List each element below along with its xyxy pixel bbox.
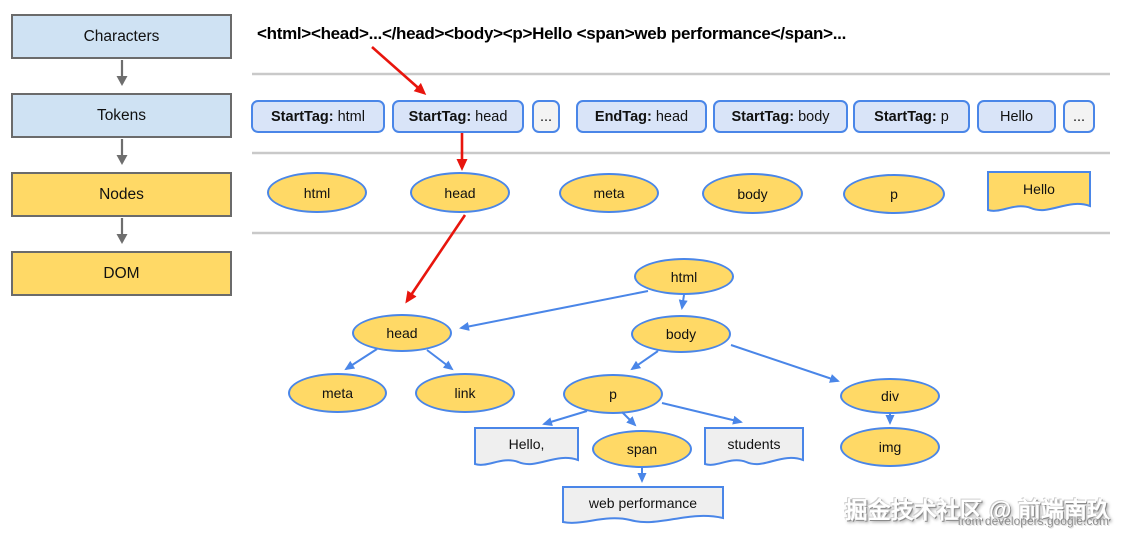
tree-edge-body-p [630, 350, 659, 371]
tree-edge-html-head [459, 290, 649, 331]
tree-textnode-web-performance-label: web performance [588, 495, 698, 511]
token-type: StartTag: [874, 108, 937, 125]
node-label: meta [593, 185, 625, 201]
token-value: head [475, 108, 508, 125]
token-starttag-p: StartTag:p [853, 100, 970, 133]
node-ellipse-p: p [843, 174, 945, 214]
tree-node-img: img [840, 427, 940, 467]
node-ellipse-meta: meta [559, 173, 659, 213]
red-arrow-node-to-dom [405, 214, 467, 304]
tree-edge-p-students [661, 402, 743, 425]
token-type: StartTag: [731, 108, 795, 125]
tree-node-div: div [840, 378, 940, 414]
pipeline-box-tokens: Tokens [11, 93, 232, 138]
tree-node-link: link [415, 373, 515, 413]
pipeline-box-dom: DOM [11, 251, 232, 296]
token-value: html [337, 108, 365, 125]
tree-node-label: span [626, 441, 658, 457]
node-label: p [890, 186, 898, 202]
token-starttag-head: StartTag:head [392, 100, 524, 133]
pipeline-label: Nodes [99, 185, 144, 203]
token-value: p [940, 108, 949, 125]
token-value: body [798, 108, 830, 125]
tree-node-span: span [592, 430, 692, 468]
token-value: ... [1072, 108, 1086, 125]
watermark-attribution: from developers.google.com [957, 514, 1109, 528]
red-arrow-characters-to-token [371, 46, 427, 95]
tree-node-label: div [881, 388, 899, 404]
token-starttag-html: StartTag:html [251, 100, 385, 133]
tree-node-label: img [878, 439, 902, 455]
node-ellipse-html: html [267, 172, 367, 213]
tree-node-label: head [386, 325, 418, 341]
node-ellipse-body: body [702, 173, 803, 214]
watermark-community: 掘金技术社区 @ 前端南玖 [844, 497, 1110, 523]
tree-node-label: body [665, 326, 697, 342]
token-starttag-body: StartTag:body [713, 100, 848, 133]
tree-textnode-hello-label: Hello, [508, 436, 545, 452]
node-textnode-hello-label: Hello [1023, 181, 1055, 197]
token-ellipsis-1: ... [532, 100, 560, 133]
pipeline-box-nodes: Nodes [11, 172, 232, 217]
tree-edge-head-meta [344, 348, 378, 371]
tree-edge-p-span [621, 411, 637, 427]
tree-node-head: head [352, 314, 452, 352]
tree-edge-p-hello [542, 410, 588, 426]
tree-edge-body-div [730, 344, 840, 383]
tree-node-label: p [609, 386, 617, 402]
tree-node-label: html [670, 268, 698, 285]
tree-edge-html-body [678, 294, 688, 310]
token-type: EndTag: [594, 108, 652, 125]
source-code-line: <html><head>...</head><body><p>Hello <sp… [257, 24, 847, 43]
token-value: Hello [999, 108, 1034, 125]
tree-edge-head-link [426, 349, 454, 371]
token-value: head [655, 108, 689, 125]
token-type: StartTag: [271, 108, 334, 125]
tree-node-label: meta [321, 385, 354, 401]
tree-node-label: link [454, 385, 476, 401]
node-label: head [444, 184, 476, 201]
node-ellipse-head: head [410, 172, 510, 213]
tree-node-html: html [634, 258, 734, 295]
pipeline-label: DOM [103, 264, 140, 282]
tree-node-p: p [563, 374, 663, 414]
node-label: html [303, 184, 331, 201]
tree-textnode-students-label: students [727, 436, 781, 452]
token-ellipsis-2: ... [1063, 100, 1095, 133]
token-hello: Hello [977, 100, 1056, 133]
pipeline-label: Characters [83, 27, 160, 45]
token-type: StartTag: [408, 108, 472, 125]
tree-node-body: body [631, 315, 731, 353]
token-endtag-head: EndTag:head [576, 100, 707, 133]
token-value: ... [539, 108, 553, 125]
tree-node-meta: meta [288, 373, 387, 413]
pipeline-box-characters: Characters [11, 14, 232, 59]
pipeline-label: Tokens [96, 106, 147, 124]
node-label: body [737, 185, 768, 202]
